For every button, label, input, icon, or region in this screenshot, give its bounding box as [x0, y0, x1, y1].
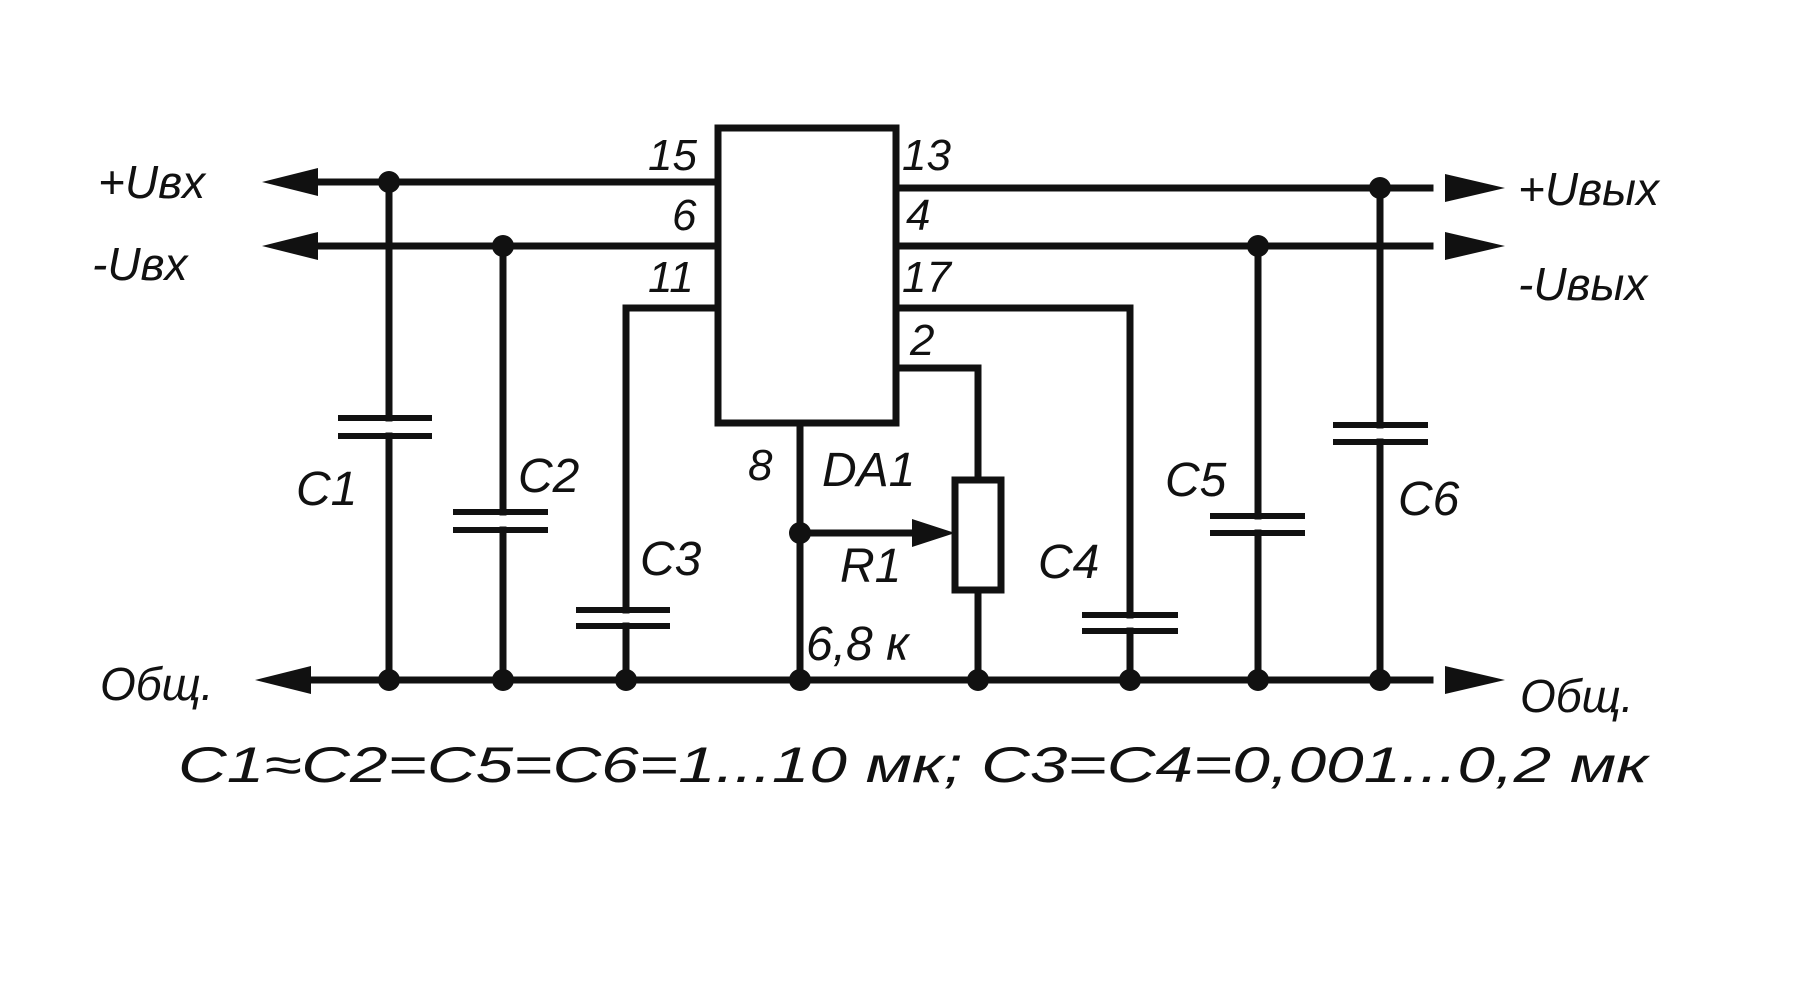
- capacitor-c6: [1333, 184, 1428, 684]
- r1-wiper-arrow: [912, 519, 955, 547]
- junction-dot: [1247, 669, 1269, 691]
- c5-label: C5: [1165, 454, 1227, 507]
- junction-dot: [378, 171, 400, 193]
- rails: [291, 178, 1434, 684]
- c4-label: C4: [1038, 536, 1099, 589]
- chip-wires: [622, 304, 1134, 684]
- c2-label: C2: [518, 450, 579, 503]
- junction-dot: [1369, 669, 1391, 691]
- label-common-right: Общ.: [1520, 670, 1634, 722]
- pin-17-label: 17: [902, 253, 952, 302]
- pin-15-label: 15: [648, 131, 697, 180]
- capacitor-c2: [453, 242, 548, 684]
- minus-output-arrow: [1445, 232, 1505, 260]
- junction-dot: [378, 669, 400, 691]
- plus-output-arrow: [1445, 174, 1505, 202]
- junction-dot: [1247, 235, 1269, 257]
- chip-da1: [714, 124, 900, 427]
- plus-input-arrow: [262, 168, 318, 196]
- junction-dot: [1119, 669, 1141, 691]
- common-right-arrow: [1445, 666, 1505, 694]
- junction-dot: [789, 669, 811, 691]
- pin-13-label: 13: [902, 131, 951, 180]
- pin11-wire: [622, 304, 722, 614]
- pin-8-label: 8: [748, 441, 773, 490]
- r1-label: R1: [840, 540, 901, 593]
- capacitor-c1: [338, 178, 432, 684]
- junctions: [378, 171, 1391, 691]
- label-minus-output: -Uвых: [1518, 258, 1649, 310]
- label-minus-input: -Uвх: [92, 238, 190, 290]
- terminal-arrows: [255, 168, 1505, 694]
- junction-dot: [492, 235, 514, 257]
- junction-dot: [1369, 177, 1391, 199]
- r1-value-label: 6,8 к: [806, 618, 911, 671]
- chip-da1-label: DA1: [822, 444, 915, 497]
- c3-label: C3: [640, 533, 702, 586]
- common-left-arrow: [255, 666, 311, 694]
- capacitor-c5: [1210, 242, 1305, 684]
- capacitor-values-note: C1≈C2=C5=C6=1...10 мк; C3=C4=0,001...0,2…: [178, 737, 1651, 793]
- pin-4-label: 4: [906, 191, 930, 240]
- pin2-wire: [892, 364, 982, 484]
- pin-6-label: 6: [672, 191, 697, 240]
- pin-11-label: 11: [648, 253, 694, 302]
- resistor-r1: [951, 476, 1005, 594]
- pin-2-label: 2: [909, 316, 934, 365]
- minus-input-arrow: [262, 232, 318, 260]
- junction-dot: [967, 669, 989, 691]
- label-common-left: Общ.: [100, 658, 214, 710]
- c6-label: C6: [1398, 473, 1460, 526]
- junction-dot: [615, 669, 637, 691]
- junction-dot: [789, 522, 811, 544]
- label-plus-input: +Uвх: [98, 156, 207, 208]
- junction-dot: [492, 669, 514, 691]
- c1-label: C1: [296, 463, 357, 516]
- pin17-wire: [892, 304, 1134, 619]
- label-plus-output: +Uвых: [1518, 163, 1661, 215]
